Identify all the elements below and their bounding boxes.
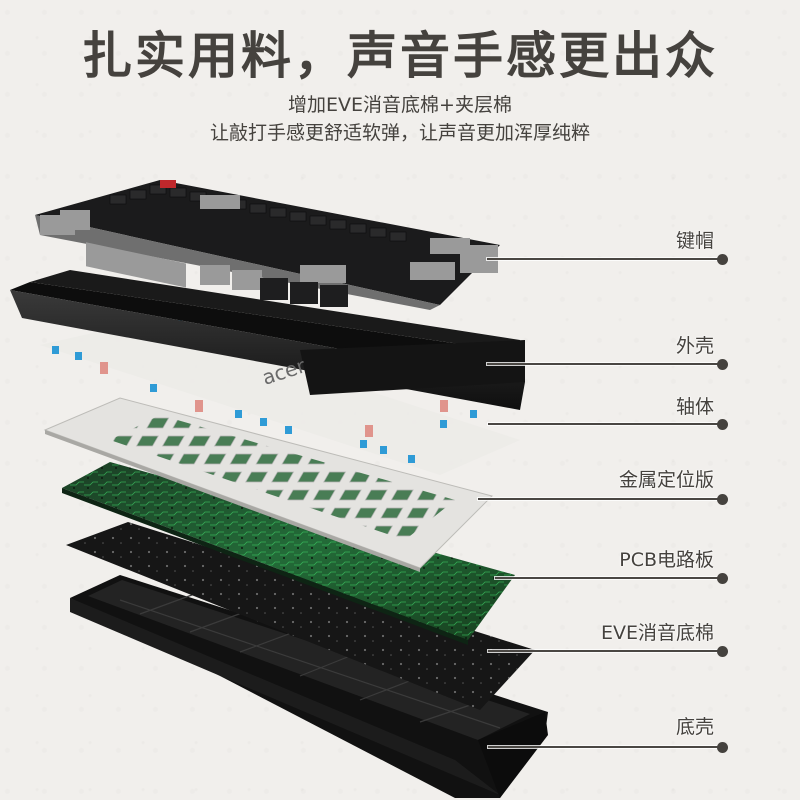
subtitle-line-2: 让敲打手感更舒适软弹，让声音更加浑厚纯粹 — [209, 122, 590, 144]
eve-foam-layer — [66, 522, 535, 710]
case-frame-layer: acer — [10, 270, 525, 410]
pcb-board-layer — [62, 462, 515, 645]
page-title: 扎实用料，声音手感更出众 — [82, 27, 718, 85]
bottom-shell — [70, 575, 548, 798]
keycap-layer — [35, 180, 500, 310]
subtitle-line-1: 增加EVE消音底棉+夹层棉 — [288, 94, 512, 116]
esc-key-red — [160, 180, 176, 188]
metal-plate-layer — [43, 397, 493, 572]
